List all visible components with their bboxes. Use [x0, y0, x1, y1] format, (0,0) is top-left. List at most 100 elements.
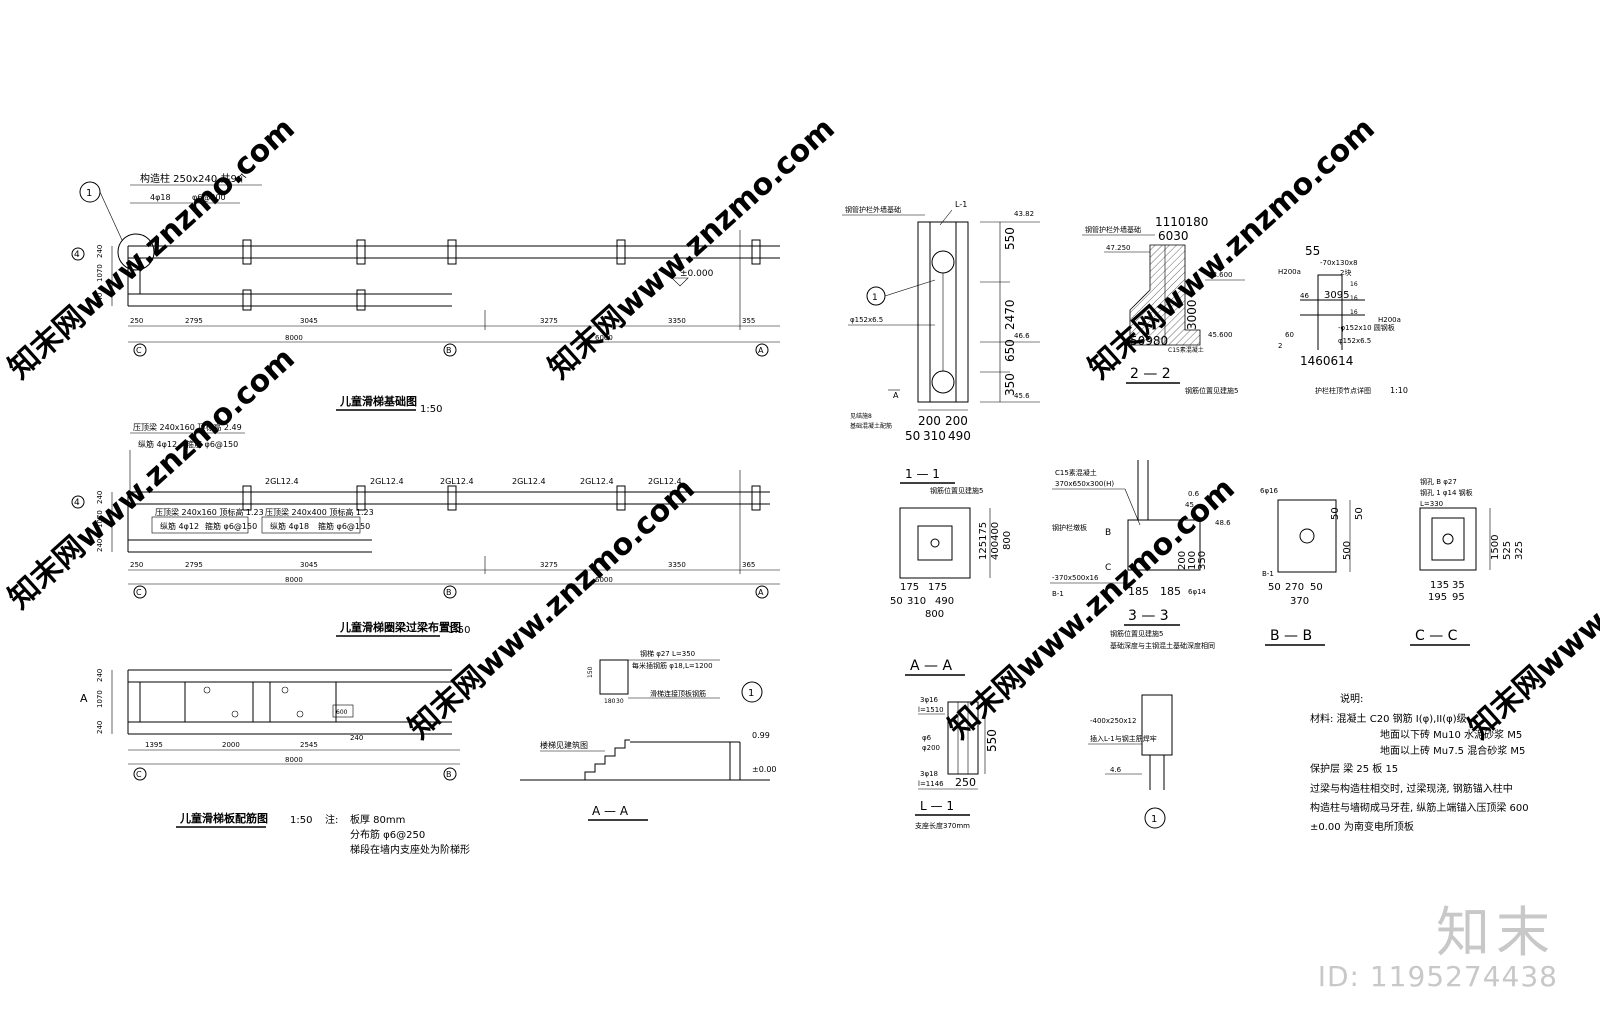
- svg-text:l=1146: l=1146: [918, 780, 944, 788]
- watermark: 知末网www.znzmo.com: [542, 111, 842, 386]
- svg-text:490: 490: [935, 596, 954, 607]
- svg-text:365: 365: [742, 561, 755, 569]
- svg-text:48.6: 48.6: [1215, 519, 1231, 527]
- svg-text:350: 350: [1003, 373, 1017, 396]
- svg-text:箍筋 φ6@150: 箍筋 φ6@150: [318, 521, 370, 531]
- svg-text:压顶梁 240x160 顶标高 2.49: 压顶梁 240x160 顶标高 2.49: [133, 422, 242, 432]
- svg-text:185: 185: [1160, 585, 1181, 598]
- svg-text:47.250: 47.250: [1106, 244, 1131, 252]
- svg-text:800: 800: [925, 609, 944, 620]
- svg-text:48.600: 48.600: [1208, 271, 1233, 279]
- svg-text:240: 240: [96, 293, 104, 306]
- svg-text:3350: 3350: [668, 561, 686, 569]
- svg-text:46: 46: [1300, 292, 1309, 300]
- svg-text:φ6: φ6: [922, 734, 932, 742]
- notes-line-1: 过梁与构造柱相交时, 过梁现浇, 钢筋锚入柱中: [1310, 782, 1513, 795]
- svg-text:50: 50: [1330, 507, 1341, 520]
- svg-text:43.82: 43.82: [1014, 210, 1034, 218]
- svg-text:滑梯连接顶板钢筋: 滑梯连接顶板钢筋: [650, 689, 706, 698]
- svg-text:2块: 2块: [1340, 268, 1351, 277]
- svg-text:C15素混凝土: C15素混凝土: [1055, 468, 1097, 477]
- svg-text:50: 50: [1310, 582, 1323, 593]
- svg-text:50: 50: [1354, 507, 1365, 520]
- svg-text:370x650x300(H): 370x650x300(H): [1055, 480, 1114, 488]
- svg-text:2GL12.4: 2GL12.4: [580, 477, 614, 486]
- svg-text:16: 16: [1350, 281, 1358, 288]
- image-id: ID: 1195274438: [1317, 960, 1558, 993]
- section-aa-left: 楼梯见建筑图 0.99 ±0.00 A — A: [520, 731, 777, 821]
- svg-text:250: 250: [955, 776, 976, 789]
- svg-text:C: C: [136, 588, 142, 597]
- svg-text:A: A: [80, 692, 88, 705]
- svg-text:8000: 8000: [285, 334, 303, 342]
- svg-text:6φ16: 6φ16: [1260, 487, 1279, 495]
- notes-title: 说明:: [1340, 692, 1363, 705]
- svg-text:见结施8: 见结施8: [850, 412, 872, 420]
- svg-text:16: 16: [1350, 309, 1358, 316]
- svg-text:195: 195: [1428, 592, 1447, 603]
- svg-text:150: 150: [587, 666, 594, 678]
- svg-text:2GL12.4: 2GL12.4: [265, 477, 299, 486]
- svg-text:350: 350: [1197, 551, 1208, 570]
- watermark: 知末网www.znzmo.com: [2, 341, 302, 616]
- section-title: 3 — 3: [1128, 608, 1169, 624]
- svg-text:6030: 6030: [1158, 229, 1189, 243]
- svg-text:175: 175: [928, 582, 947, 593]
- notes-brick-1: 地面以下砖 Mu10 水泥砂浆 M5: [1380, 728, 1522, 741]
- svg-text:46.6: 46.6: [1014, 332, 1030, 340]
- drawing-title: 儿童滑梯圈梁过梁布置图: [339, 620, 461, 634]
- svg-text:175: 175: [900, 582, 919, 593]
- svg-text:钢护栏墩板: 钢护栏墩板: [1052, 523, 1087, 532]
- svg-text:±0.00: ±0.00: [752, 765, 777, 774]
- svg-text:550: 550: [1003, 227, 1017, 250]
- svg-text:50: 50: [905, 429, 920, 443]
- svg-text:1070: 1070: [96, 690, 104, 708]
- brand-logo: 知末: [1436, 901, 1556, 964]
- svg-text:1:50: 1:50: [290, 815, 312, 826]
- svg-text:240: 240: [96, 491, 104, 504]
- watermark: 知末网www.znzmo.com: [2, 111, 302, 386]
- svg-text:3045: 3045: [300, 317, 318, 325]
- svg-text:95: 95: [1452, 592, 1465, 603]
- svg-text:钢管护栏外墙基础: 钢管护栏外墙基础: [845, 205, 901, 214]
- svg-text:0.6: 0.6: [1188, 490, 1200, 498]
- slab-plan: A 600 240 1070 240 1395 2000 2545 240 80…: [80, 669, 470, 856]
- svg-text:2: 2: [1278, 342, 1282, 350]
- grid-label: 1: [86, 188, 92, 199]
- svg-text:钢筋位置见建施5: 钢筋位置见建施5: [930, 486, 983, 495]
- svg-text:60: 60: [1285, 331, 1294, 339]
- svg-text:3000: 3000: [1185, 299, 1199, 330]
- drawing-title: 儿童滑梯基础图: [339, 394, 417, 408]
- svg-text:每米插钢筋 φ18,L=1200: 每米插钢筋 φ18,L=1200: [632, 661, 713, 670]
- svg-text:600: 600: [336, 709, 348, 716]
- detail-1: -400x250x12 插入L-1与钢主筋焊牢 4.6 1: [1088, 694, 1173, 829]
- axis-label: 4: [74, 250, 80, 260]
- svg-text:B: B: [446, 588, 452, 597]
- svg-text:50: 50: [1268, 582, 1281, 593]
- svg-text:-400x250x12: -400x250x12: [1090, 717, 1136, 725]
- svg-text:B: B: [446, 346, 452, 355]
- svg-text:500: 500: [1342, 541, 1353, 560]
- svg-text:L=330: L=330: [1420, 500, 1443, 508]
- detail-callout: [117, 233, 155, 271]
- section-b-b: 6φ16 50 500 50 B-1 50 270 50 370 B — B: [1260, 487, 1365, 646]
- svg-text:2795: 2795: [185, 561, 203, 569]
- notes-line-2: 构造柱与墙砌成马牙茬, 纵筋上端锚入压顶梁 600: [1310, 801, 1529, 814]
- svg-text:45: 45: [1185, 501, 1194, 509]
- svg-text:185: 185: [1128, 585, 1149, 598]
- svg-text:270: 270: [1285, 582, 1304, 593]
- svg-text:纵筋 4φ18: 纵筋 4φ18: [270, 521, 309, 531]
- svg-text:6000: 6000: [595, 576, 613, 584]
- svg-text:3φ18: 3φ18: [920, 770, 938, 778]
- svg-text:3350: 3350: [668, 317, 686, 325]
- drawing-scale: 1:50: [420, 404, 442, 415]
- svg-text:2GL12.4: 2GL12.4: [512, 477, 546, 486]
- svg-text:200: 200: [945, 414, 968, 428]
- svg-text:250: 250: [130, 561, 143, 569]
- svg-text:3275: 3275: [540, 317, 558, 325]
- svg-text:800: 800: [1002, 531, 1013, 550]
- svg-text:钢筋位置见建施5: 钢筋位置见建施5: [1110, 629, 1163, 638]
- svg-text:B: B: [446, 770, 452, 779]
- svg-text:B-1: B-1: [1262, 570, 1274, 578]
- notes: 说明: 材料: 混凝土 C20 钢筋 I(φ),II(φ)级 地面以下砖 Mu1…: [1310, 692, 1529, 833]
